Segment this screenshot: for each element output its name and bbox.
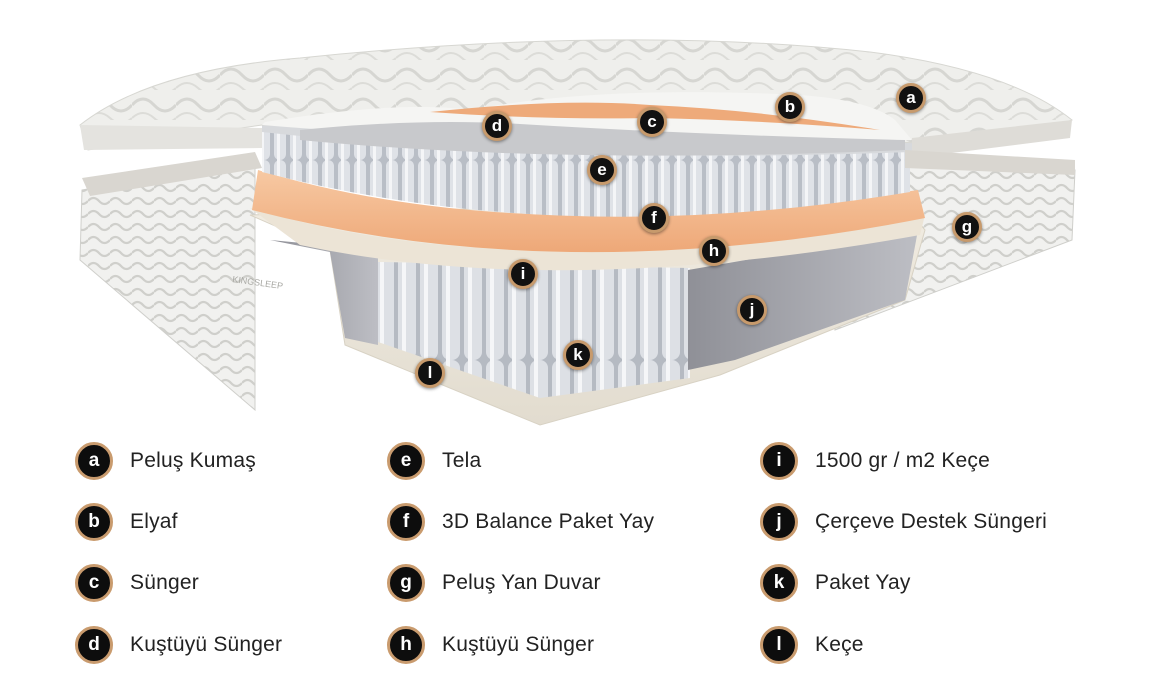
marker-f[interactable]: f xyxy=(639,203,669,233)
mattress-cutaway-illustration: KINGSLEEP xyxy=(79,39,1076,426)
legend-item-i: i 1500 gr / m2 Keçe xyxy=(760,441,990,481)
pillow-top-front-edge xyxy=(80,125,262,150)
marker-d[interactable]: d xyxy=(482,111,512,141)
legend-item-a: a Peluş Kumaş xyxy=(75,441,256,481)
legend-label-b: Elyaf xyxy=(130,510,178,533)
legend-badge-b: b xyxy=(75,503,113,541)
legend-item-c: c Sünger xyxy=(75,563,199,603)
legend-badge-g: g xyxy=(387,564,425,602)
legend-item-k: k Paket Yay xyxy=(760,563,911,603)
legend-badge-a: a xyxy=(75,442,113,480)
legend-badge-i: i xyxy=(760,442,798,480)
legend-badge-e: e xyxy=(387,442,425,480)
legend-label-k: Paket Yay xyxy=(815,571,911,594)
lower-feather-foam xyxy=(252,170,925,253)
marker-j[interactable]: j xyxy=(737,295,767,325)
legend-label-i: 1500 gr / m2 Keçe xyxy=(815,449,990,472)
marker-a[interactable]: a xyxy=(896,83,926,113)
legend-item-f: f 3D Balance Paket Yay xyxy=(387,502,654,542)
legend-label-d: Kuştüyü Sünger xyxy=(130,633,283,656)
legend-item-l: l Keçe xyxy=(760,625,864,665)
marker-c[interactable]: c xyxy=(637,107,667,137)
legend-label-h: Kuştüyü Sünger xyxy=(442,633,595,656)
legend-item-e: e Tela xyxy=(387,441,481,481)
marker-g[interactable]: g xyxy=(952,212,982,242)
marker-l[interactable]: l xyxy=(415,358,445,388)
marker-k[interactable]: k xyxy=(563,340,593,370)
legend-item-d: d Kuştüyü Sünger xyxy=(75,625,282,665)
base-left-side-wall xyxy=(79,159,256,412)
marker-i[interactable]: i xyxy=(508,259,538,289)
frame-support-foam-left xyxy=(270,240,378,345)
legend-label-g: Peluş Yan Duvar xyxy=(442,571,601,594)
legend-label-a: Peluş Kumaş xyxy=(130,449,256,472)
legend-badge-l: l xyxy=(760,626,798,664)
felt-layer-1500 xyxy=(250,208,925,271)
legend-item-j: j Çerçeve Destek Süngeri xyxy=(760,502,1047,542)
legend-label-f: 3D Balance Paket Yay xyxy=(442,510,655,533)
marker-e[interactable]: e xyxy=(587,155,617,185)
marker-h[interactable]: h xyxy=(699,236,729,266)
peeled-feather-foam xyxy=(300,122,905,156)
base-rim-right xyxy=(905,150,1075,175)
marker-b[interactable]: b xyxy=(775,92,805,122)
legend-badge-j: j xyxy=(760,503,798,541)
legend-badge-d: d xyxy=(75,626,113,664)
legend-badge-c: c xyxy=(75,564,113,602)
legend-badge-f: f xyxy=(387,503,425,541)
pillow-top-right-edge xyxy=(912,120,1072,158)
legend-badge-h: h xyxy=(387,626,425,664)
legend-label-l: Keçe xyxy=(815,633,864,656)
legend-item-b: b Elyaf xyxy=(75,502,178,542)
legend-label-e: Tela xyxy=(442,449,482,472)
legend-label-j: Çerçeve Destek Süngeri xyxy=(815,510,1048,533)
base-rim xyxy=(82,152,262,196)
legend-label-c: Sünger xyxy=(130,571,199,594)
frame-support-foam-right xyxy=(688,230,918,370)
pocket-spring-core xyxy=(378,262,690,398)
legend-item-g: g Peluş Yan Duvar xyxy=(387,563,601,603)
legend-item-h: h Kuştüyü Sünger xyxy=(387,625,594,665)
legend-badge-k: k xyxy=(760,564,798,602)
